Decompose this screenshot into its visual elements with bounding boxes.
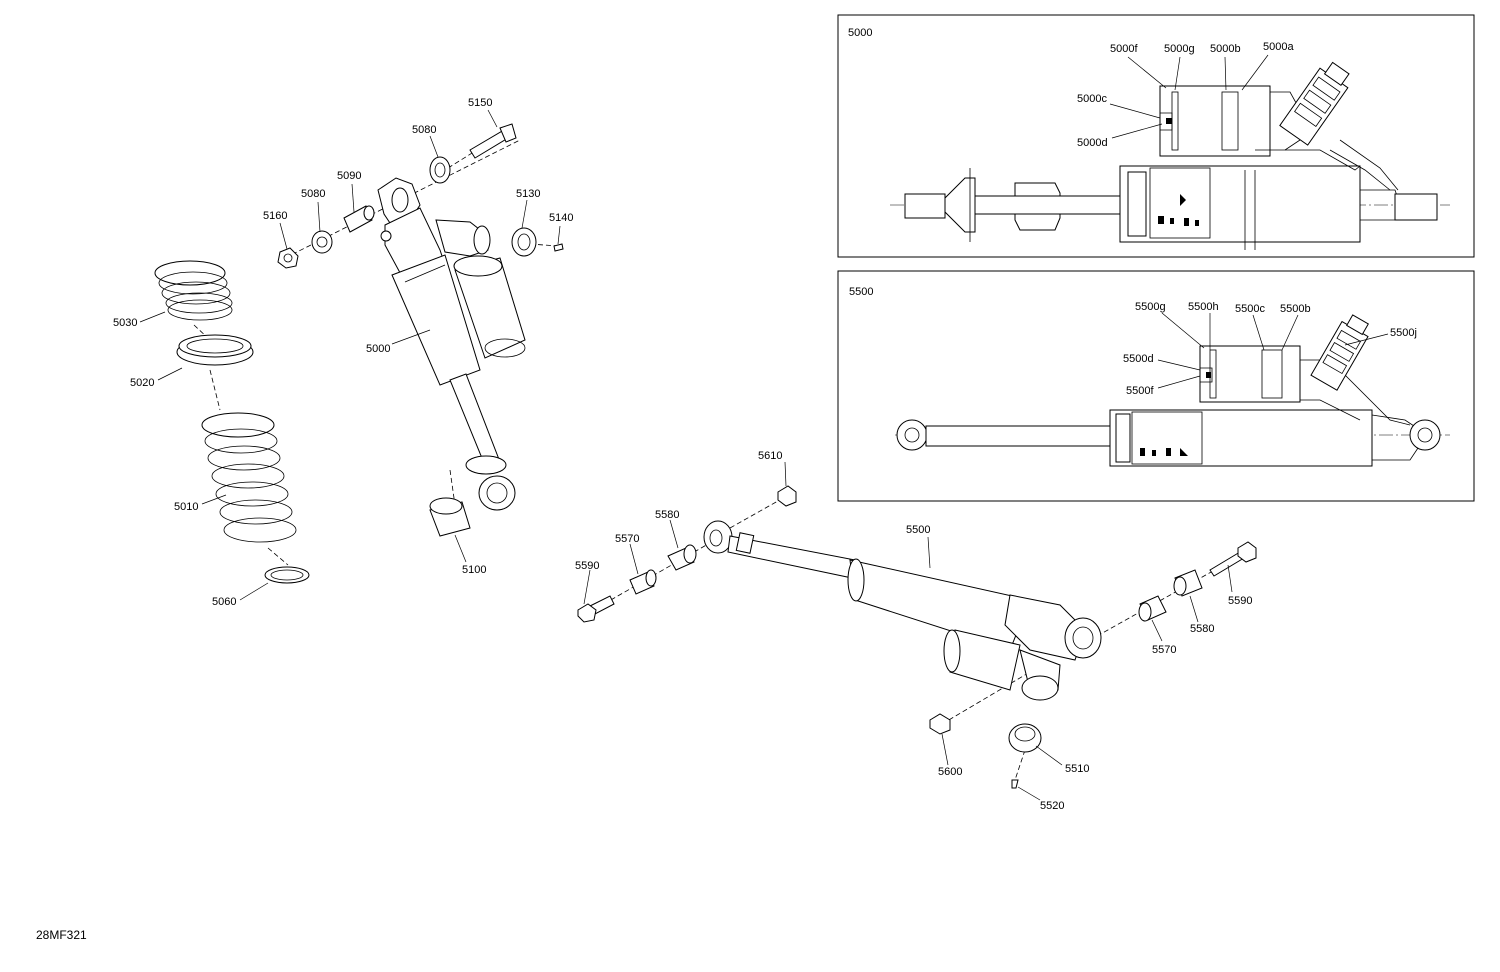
inset-5500-label: 5500f	[1126, 385, 1154, 397]
inset-5500-label: 5500g	[1135, 301, 1166, 313]
part-label: 5520	[1040, 800, 1064, 812]
part-label: 5580	[1190, 623, 1214, 635]
inset-5000-label: 5000c	[1077, 93, 1107, 105]
inset-5500-label: 5500b	[1280, 303, 1311, 315]
part-label: 5030	[113, 317, 137, 329]
part-label: 5500	[906, 524, 930, 536]
part-label: 5000	[366, 343, 390, 355]
part-label: 5580	[655, 509, 679, 521]
inset-5000-title: 5000	[848, 27, 872, 39]
adjuster-knob-5130	[511, 227, 537, 257]
inset-5000-label: 5000f	[1110, 43, 1138, 55]
part-label: 5160	[263, 210, 287, 222]
part-label: 5570	[1152, 644, 1176, 656]
part-label: 5590	[1228, 595, 1252, 607]
spring-5030	[154, 260, 233, 321]
inset-5500: 5500	[837, 270, 1475, 502]
part-label: 5570	[615, 533, 639, 545]
part-label: 5590	[575, 560, 599, 572]
part-label: 5020	[130, 377, 154, 389]
part-label: 5100	[462, 564, 486, 576]
part-label: 5150	[468, 97, 492, 109]
inset-5500-label: 5500d	[1123, 353, 1154, 365]
inset-5000-label: 5000b	[1210, 43, 1241, 55]
inset-5000-label: 5000a	[1263, 41, 1294, 53]
part-label: 5060	[212, 596, 236, 608]
inset-5500-label: 5500c	[1235, 303, 1265, 315]
inset-5500-label: 5500h	[1188, 301, 1219, 313]
part-label: 5510	[1065, 763, 1089, 775]
rear-shock-assembly: 5610 5580 5500 5570 5590 5590 5580 5570 …	[575, 450, 1257, 812]
drawing-code: 28MF321	[36, 928, 87, 942]
part-label: 5080	[301, 188, 325, 200]
part-label: 5090	[337, 170, 361, 182]
part-label: 5600	[938, 766, 962, 778]
inset-5000-label: 5000d	[1077, 137, 1108, 149]
inset-5000-label: 5000g	[1164, 43, 1195, 55]
part-label: 5010	[174, 501, 198, 513]
bolt-5150	[469, 123, 517, 159]
inset-5000: 5000	[837, 14, 1475, 258]
spring-5010	[201, 412, 297, 543]
part-label: 5610	[758, 450, 782, 462]
inset-5500-title: 5500	[849, 286, 873, 298]
part-label: 5130	[516, 188, 540, 200]
part-label: 5140	[549, 212, 573, 224]
part-label: 5080	[412, 124, 436, 136]
front-shock-assembly: 5150 5080 5090 5080 5130 5160 5140 5030 …	[113, 97, 573, 608]
inset-5500-label: 5500j	[1390, 327, 1417, 339]
